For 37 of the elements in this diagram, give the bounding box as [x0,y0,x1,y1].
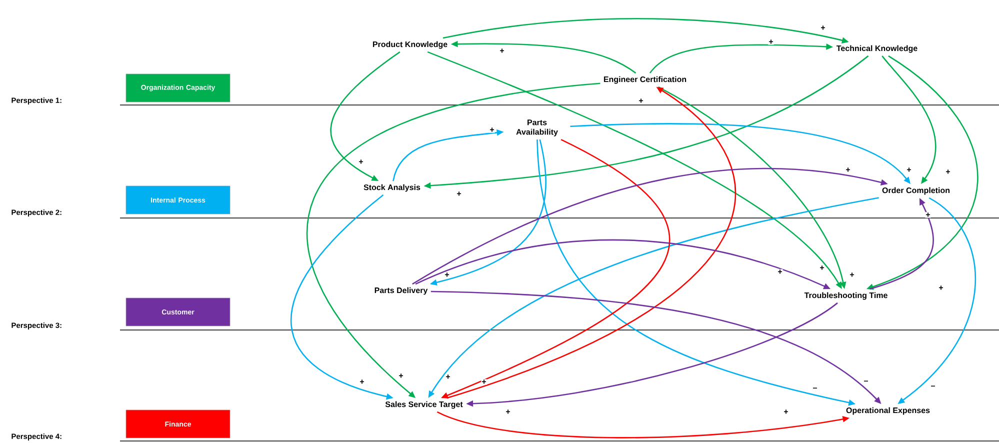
polarity-sign: + [925,212,931,218]
polarity-sign: + [938,285,944,291]
polarity-sign: – [930,385,936,389]
polarity-sign: + [638,98,644,104]
polarity-sign: + [505,409,511,415]
polarity-sign: + [499,48,505,54]
variable-label: Sales Service Target [385,401,463,409]
variable-label: Stock Analysis [364,184,420,192]
polarity-sign: + [444,272,450,278]
variable-label: Operational Expenses [846,407,930,415]
polarity-sign: + [777,269,783,275]
polarity-sign: + [489,127,495,133]
arrow [446,87,736,399]
arrow [306,82,600,398]
polarity-sign: + [359,379,365,385]
polarity-sign: + [906,167,912,173]
polarity-sign: + [445,374,451,380]
polarity-sign: + [456,191,462,197]
variable-label: Troubleshooting Time [804,292,888,300]
polarity-sign: + [945,169,951,175]
variable-label: Parts Delivery [374,287,428,295]
variable-label: Order Completion [882,187,950,195]
variable-label: Product Knowledge [372,41,448,49]
polarity-sign: + [768,39,774,45]
polarity-sign: + [358,159,364,165]
polarity-sign: – [812,387,818,391]
polarity-sign: + [845,167,851,173]
polarity-sign: + [481,379,487,385]
polarity-sign: + [398,373,404,379]
polarity-sign: + [820,25,826,31]
polarity-sign: + [783,409,789,415]
variable-label: Technical Knowledge [836,45,918,53]
variable-label: Parts Availability [516,120,558,136]
polarity-sign: + [849,272,855,278]
variable-label: Engineer Certification [604,76,686,84]
polarity-sign: + [819,265,825,271]
polarity-sign: – [863,380,869,384]
